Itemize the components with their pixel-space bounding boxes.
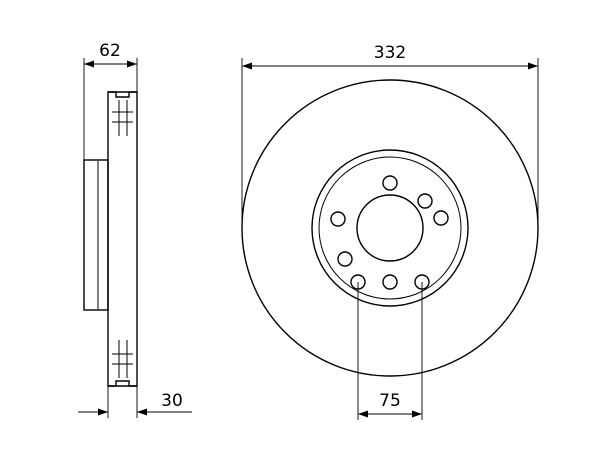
arrow-left-icon <box>242 62 252 70</box>
bolt-hole <box>433 210 449 226</box>
arrow-left-icon <box>137 408 147 416</box>
dimension-label-332: 332 <box>374 43 406 63</box>
center-bore <box>356 194 424 262</box>
side-bottom-notch <box>108 380 137 387</box>
arrow-right-icon <box>98 408 108 416</box>
front-view <box>241 79 539 377</box>
dimension-hole-spacing: 75 <box>357 282 423 420</box>
disc-outer-edge <box>241 79 539 377</box>
dimension-label-62: 62 <box>99 41 121 61</box>
dimension-hub-height: 62 <box>83 41 138 160</box>
side-hub <box>83 159 109 311</box>
arrow-left-icon <box>358 410 368 418</box>
bolt-hole <box>330 211 346 227</box>
arrow-right-icon <box>127 60 137 68</box>
bolt-hole <box>382 274 398 290</box>
side-disc-outline <box>107 91 138 387</box>
bolt-hole <box>382 175 398 191</box>
dimension-thickness: 30 <box>78 386 192 418</box>
dimension-label-30: 30 <box>161 391 183 411</box>
dimension-label-75: 75 <box>379 391 401 411</box>
hub-outer-ring <box>311 149 469 307</box>
arrow-left-icon <box>84 60 94 68</box>
hub-inner-ring <box>318 156 462 300</box>
bolt-hole <box>337 251 353 267</box>
arrow-right-icon <box>528 62 538 70</box>
dimension-outer-diameter: 332 <box>241 43 539 228</box>
bolt-hole <box>417 193 433 209</box>
side-view <box>83 91 138 387</box>
arrow-right-icon <box>412 410 422 418</box>
side-top-notch <box>108 91 137 98</box>
